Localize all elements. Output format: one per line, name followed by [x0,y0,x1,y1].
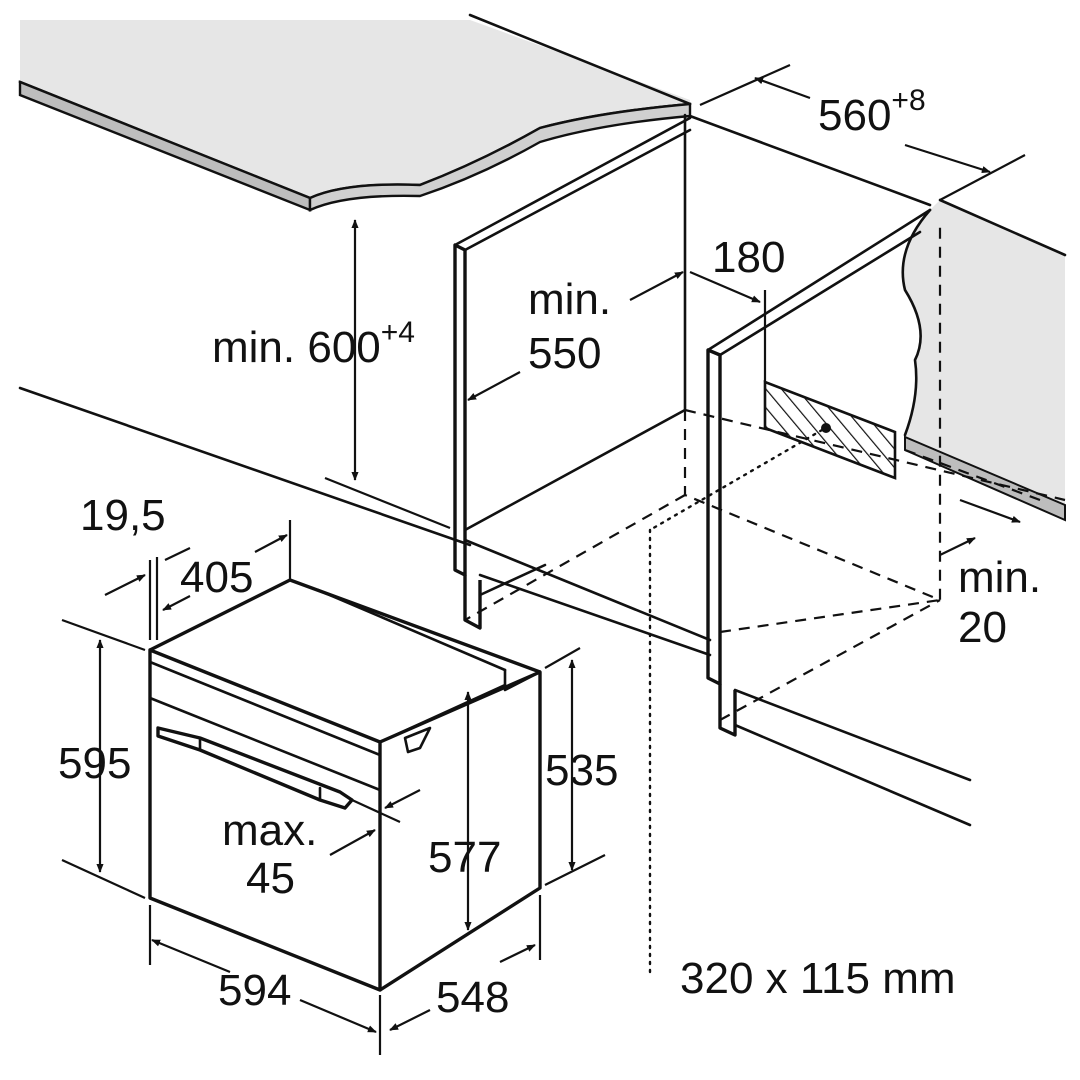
cabinet-niche [18,113,1066,977]
dimension-lines [61,63,1026,1055]
label-frame-depth: 405 [180,553,253,602]
label-appliance-offset: 19,5 [80,491,166,540]
label-worktop-height: min. 600+4 [212,316,415,372]
label-rear-gap-min: min. [958,553,1041,602]
label-depth-min: min. [528,275,611,324]
worktop [18,13,692,212]
label-cabinet-width: 560+8 [818,84,926,140]
dimension-labels: 560+8 min. 600+4 min. 550 180 min. 20 19… [58,84,1041,1022]
label-rear-gap-value: 20 [958,603,1007,652]
label-handle-value: 45 [246,854,295,903]
label-inner-height: 577 [428,833,501,882]
label-appliance-width: 594 [218,966,291,1015]
label-vent-distance: 180 [712,233,785,282]
label-vent-size: 320 x 115 mm [680,954,956,1003]
label-depth-value: 550 [528,329,601,378]
oven-appliance [148,578,542,992]
label-appliance-depth: 548 [436,973,509,1022]
label-appliance-height: 595 [58,739,131,788]
label-handle-max: max. [222,806,317,855]
label-body-height: 535 [545,746,618,795]
